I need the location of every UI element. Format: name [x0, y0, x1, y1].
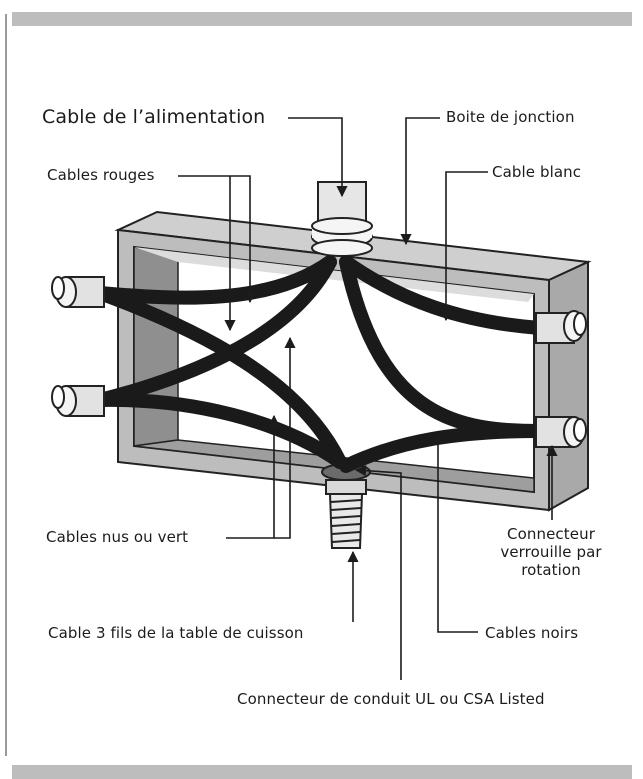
label-power-cable: Cable de l’alimentation	[42, 106, 266, 128]
top-border-bar	[12, 12, 632, 26]
bottom-border-bar	[12, 765, 632, 779]
label-rotation-connector: Connecteur verrouille par rotation	[500, 525, 602, 579]
bottom-conduit-connector	[321, 463, 371, 549]
label-bare-green-cables: Cables nus ou vert	[46, 528, 189, 546]
leader-lines	[178, 117, 558, 680]
label-conduit-connector: Connecteur de conduit UL ou CSA Listed	[237, 690, 545, 708]
left-connector-bottom	[51, 385, 105, 417]
power-cable-top	[311, 181, 373, 257]
left-connector-top	[51, 276, 105, 308]
right-connector-top	[535, 310, 587, 344]
left-border-line	[5, 14, 7, 756]
wires	[93, 255, 547, 473]
label-white-cable: Cable blanc	[492, 163, 582, 181]
label-black-cables: Cables noirs	[485, 624, 579, 642]
label-cooktop-cable: Cable 3 fils de la table de cuisson	[48, 624, 304, 642]
label-junction-box: Boite de jonction	[446, 108, 575, 126]
right-connector-bottom	[535, 416, 587, 448]
label-red-cables: Cables rouges	[47, 166, 155, 184]
